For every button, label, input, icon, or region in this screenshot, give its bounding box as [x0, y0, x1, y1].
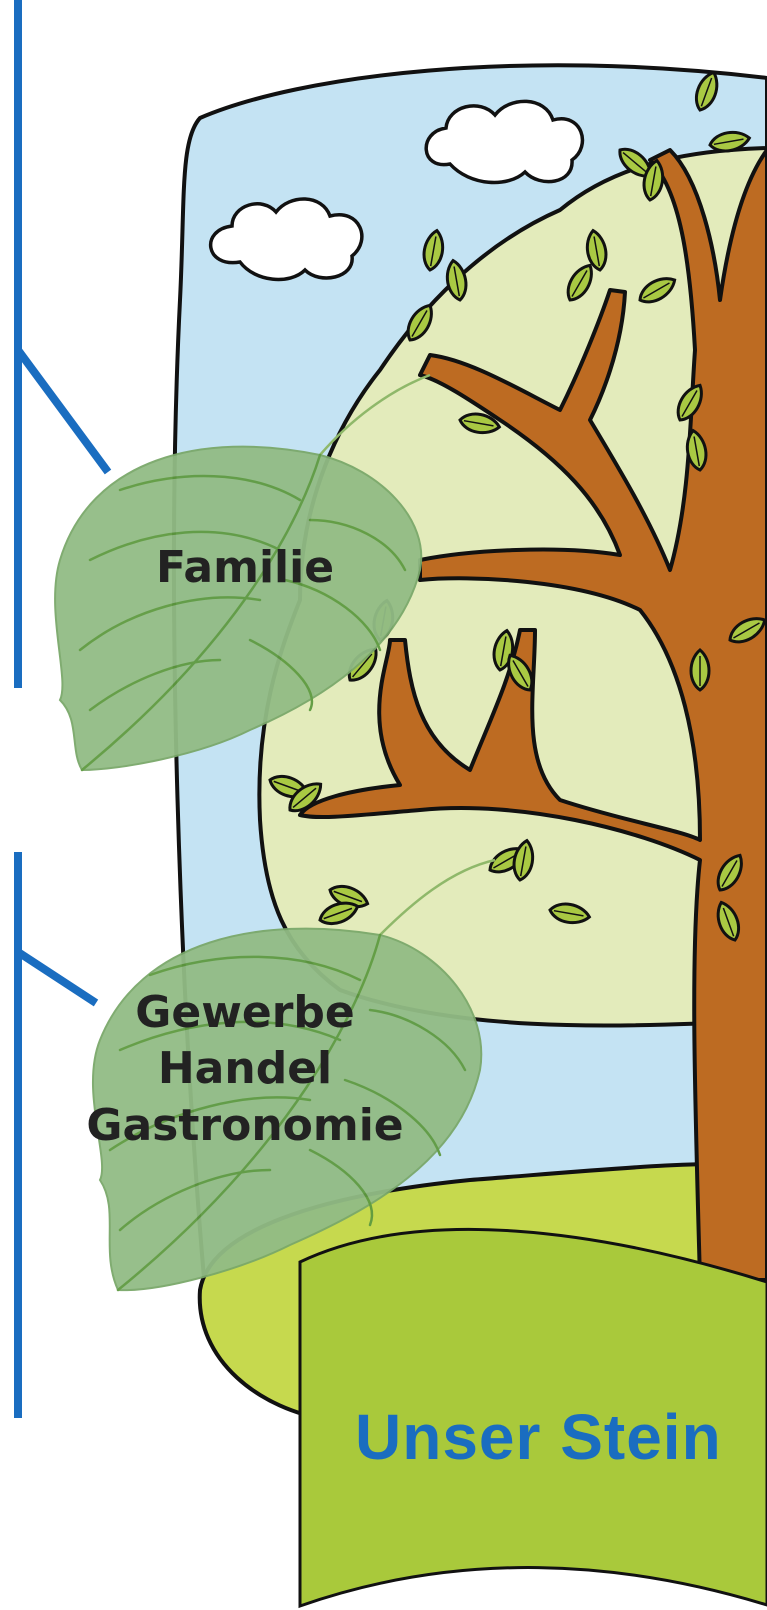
leaf-label-gewerbe: Gewerbe Handel Gastronomie: [70, 985, 420, 1154]
leaf-label-line: Handel: [70, 1041, 420, 1097]
banner-title: Unser Stein: [355, 1400, 722, 1474]
leaf-icon: [691, 650, 709, 690]
leaf-label-line: Gewerbe: [70, 985, 420, 1041]
bracket-line: [18, 350, 108, 472]
leaf-label-familie: Familie: [120, 540, 370, 596]
leaf-label-line: Familie: [120, 540, 370, 596]
leaf-label-line: Gastronomie: [70, 1098, 420, 1154]
